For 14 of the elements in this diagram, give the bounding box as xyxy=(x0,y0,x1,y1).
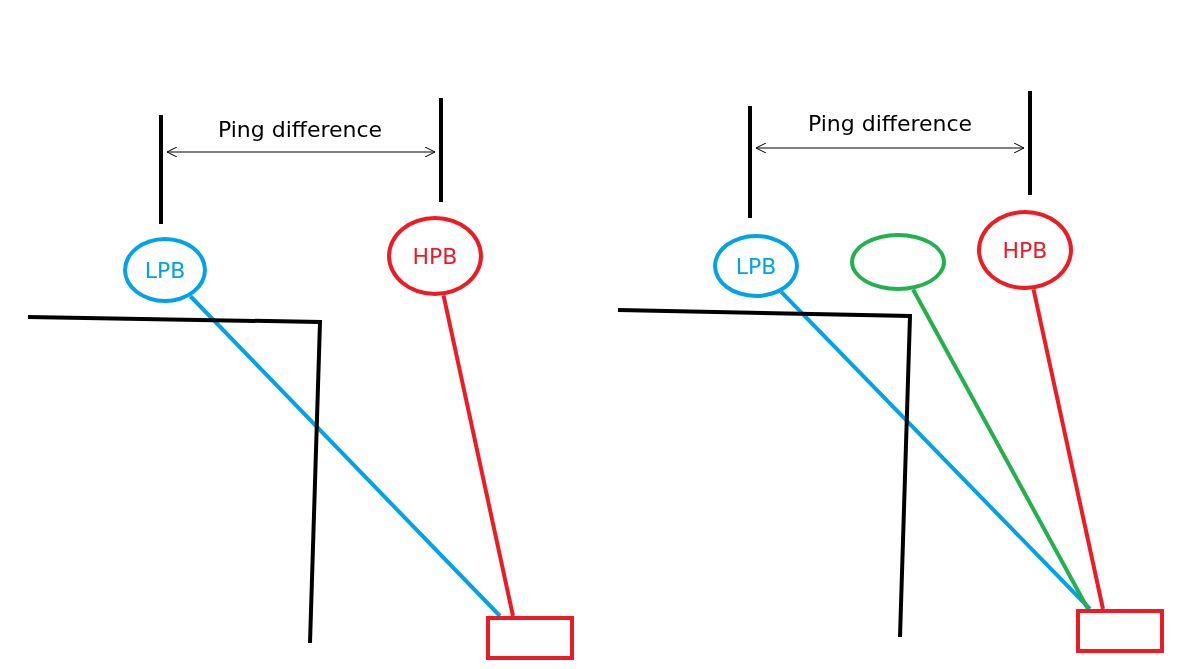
ellipse-node xyxy=(850,233,946,291)
dimension-label: Ping difference xyxy=(807,111,973,136)
circle-node: LPB xyxy=(713,234,799,298)
sight-line xyxy=(1031,288,1105,610)
target-box xyxy=(486,616,574,660)
sight-line xyxy=(911,288,1090,610)
circle-node: LPB xyxy=(123,237,207,303)
circle-node: HPB xyxy=(387,216,483,296)
sight-line xyxy=(779,290,1092,611)
target-box xyxy=(1076,609,1164,653)
dimension-label: Ping difference xyxy=(217,117,383,142)
sight-line xyxy=(189,294,502,618)
sight-line xyxy=(441,294,515,617)
circle-node: HPB xyxy=(977,210,1073,290)
